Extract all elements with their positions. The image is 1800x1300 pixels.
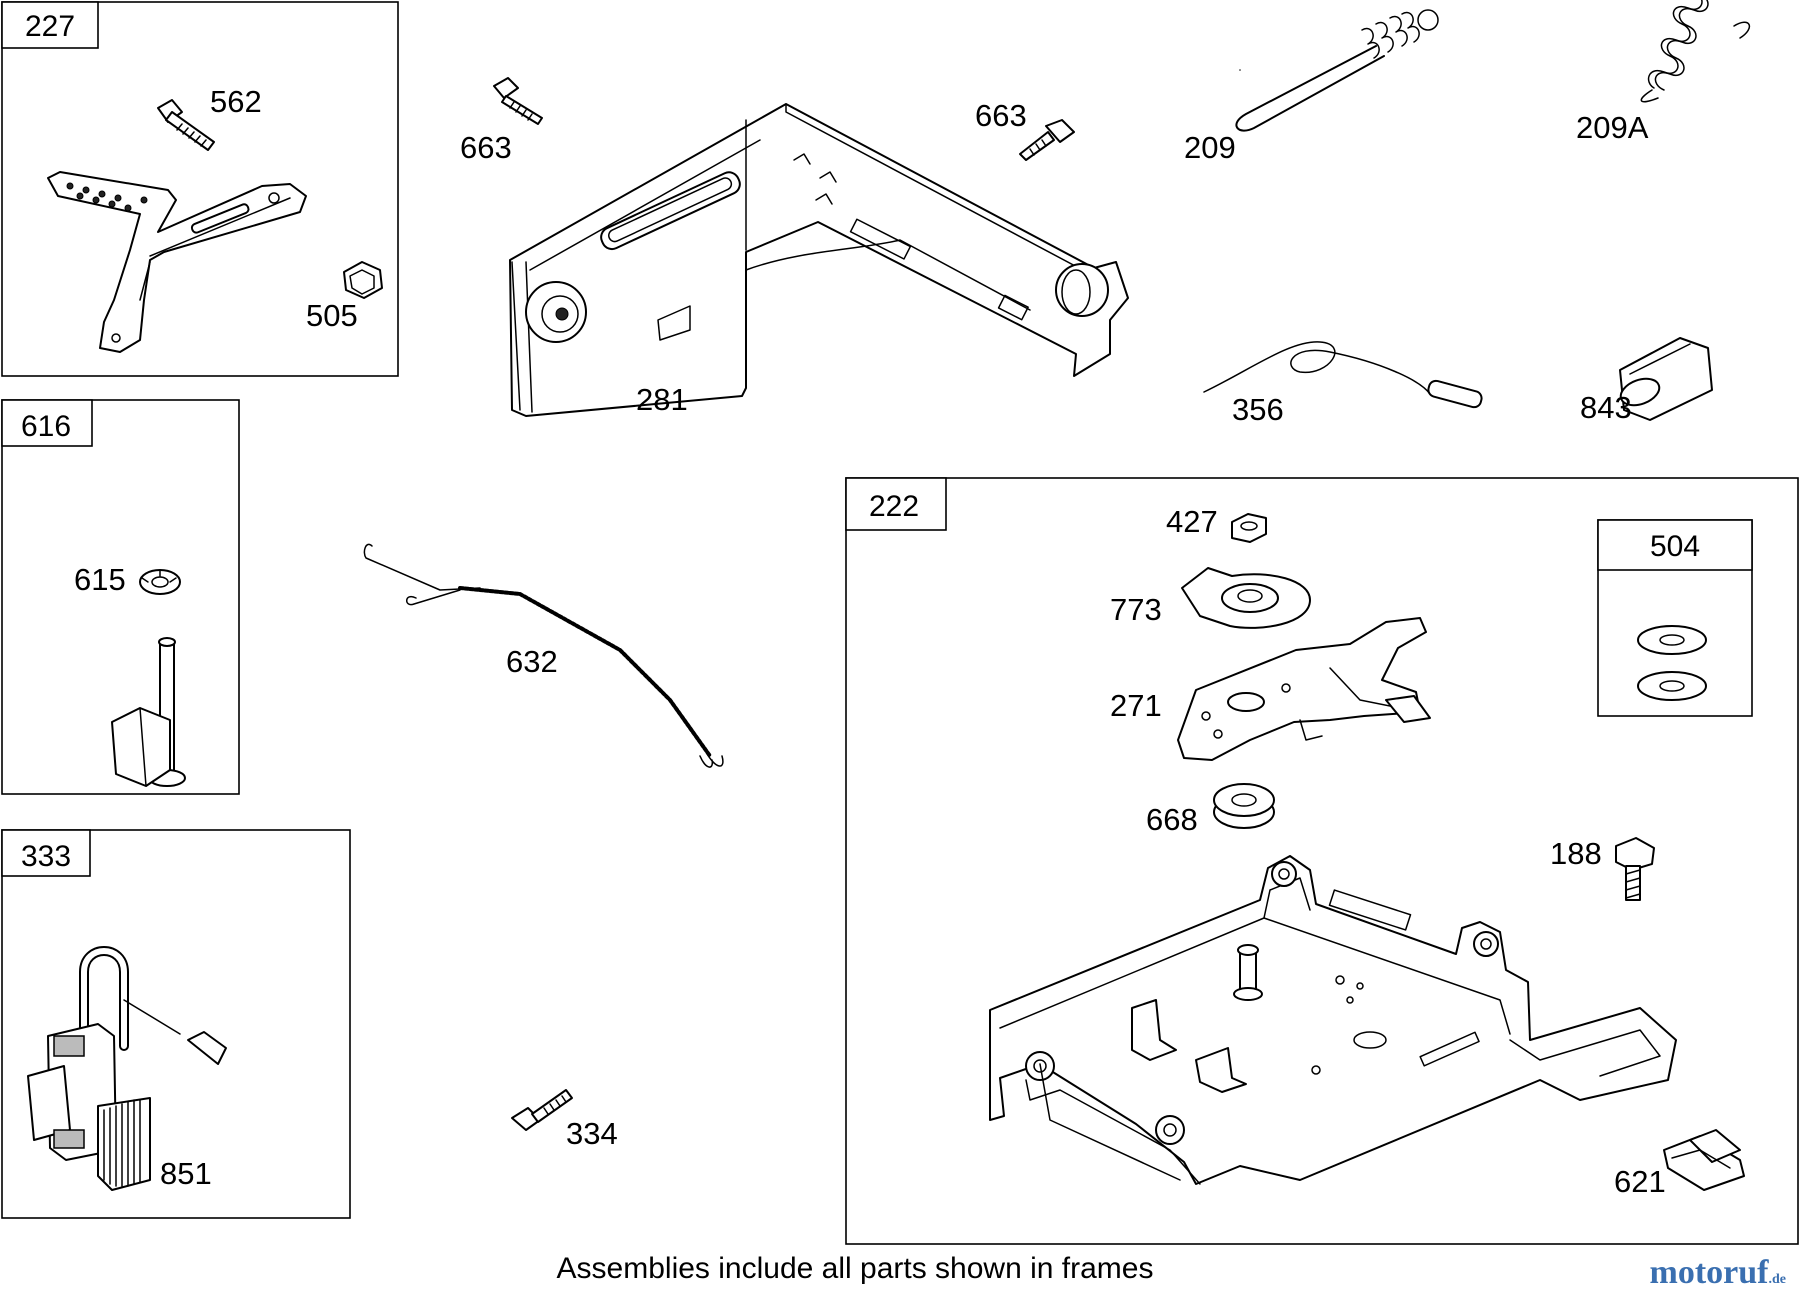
governor-link-632-drawing: [363, 543, 724, 768]
part-number-851: 851: [160, 1156, 212, 1191]
spring-209a-drawing: [1640, 0, 1751, 103]
part-number-356: 356: [1232, 392, 1284, 427]
frame-label-227: 227: [25, 10, 75, 43]
nut-427-drawing: [1231, 513, 1267, 543]
plate-773-drawing: [1181, 567, 1311, 629]
diagram-caption: Assemblies include all parts shown in fr…: [556, 1252, 1154, 1285]
part-number-663-right: 663: [975, 98, 1027, 133]
assembly-frame-616: 616: [1, 399, 240, 795]
part-number-668: 668: [1146, 802, 1198, 837]
control-panel-281-drawing: [509, 103, 1129, 417]
washers-504-drawing: [1637, 625, 1707, 701]
part-number-615: 615: [74, 562, 126, 597]
screw-663-right-drawing: [1019, 119, 1075, 161]
part-number-334: 334: [566, 1116, 618, 1151]
nut-505-drawing: [343, 261, 383, 299]
bolt-188-drawing: [1615, 837, 1655, 901]
throttle-bracket-227-drawing: [47, 171, 307, 353]
part-number-562: 562: [210, 84, 262, 119]
frame-label-222: 222: [869, 490, 919, 523]
part-number-632: 632: [506, 644, 558, 679]
clip-843-drawing: [1619, 337, 1713, 421]
brand-name: motoruf: [1649, 1254, 1769, 1291]
assembly-frame-333: 333: [1, 829, 351, 1219]
assembly-frame-504: 504: [1597, 519, 1753, 717]
part-number-188: 188: [1550, 836, 1602, 871]
lever-271-drawing: [1177, 617, 1431, 761]
brand-logo: motoruf.de: [1650, 1254, 1786, 1292]
screw-663-left-drawing: [493, 77, 543, 125]
part-number-505: 505: [306, 298, 358, 333]
pulley-668-drawing: [1213, 783, 1275, 829]
shaft-616-drawing: [111, 637, 186, 787]
ignition-coil-851-drawing: [27, 946, 227, 1191]
frame-label-616: 616: [21, 410, 71, 443]
part-number-271: 271: [1110, 688, 1162, 723]
part-number-773: 773: [1110, 592, 1162, 627]
part-number-843: 843: [1580, 390, 1632, 425]
assembly-frame-222: 222: [845, 477, 1799, 1245]
frame-label-333: 333: [21, 840, 71, 873]
control-bracket-222-drawing: [989, 855, 1677, 1185]
bolt-334-drawing: [511, 1089, 573, 1131]
part-number-427: 427: [1166, 504, 1218, 539]
assembly-frame-227: 227: [1, 1, 399, 377]
bolt-562-drawing: [157, 99, 215, 151]
clip-621-drawing: [1663, 1129, 1745, 1191]
part-number-663-left: 663: [460, 130, 512, 165]
wire-356-drawing: [1203, 341, 1483, 409]
frame-label-504: 504: [1650, 530, 1700, 563]
part-number-209: 209: [1184, 130, 1236, 165]
part-number-621: 621: [1614, 1164, 1666, 1199]
brand-suffix: .de: [1768, 1272, 1787, 1287]
part-number-281: 281: [636, 382, 688, 417]
part-number-209a: 209A: [1576, 110, 1649, 145]
washer-615-drawing: [139, 569, 181, 595]
spring-209-drawing: [1235, 9, 1439, 132]
